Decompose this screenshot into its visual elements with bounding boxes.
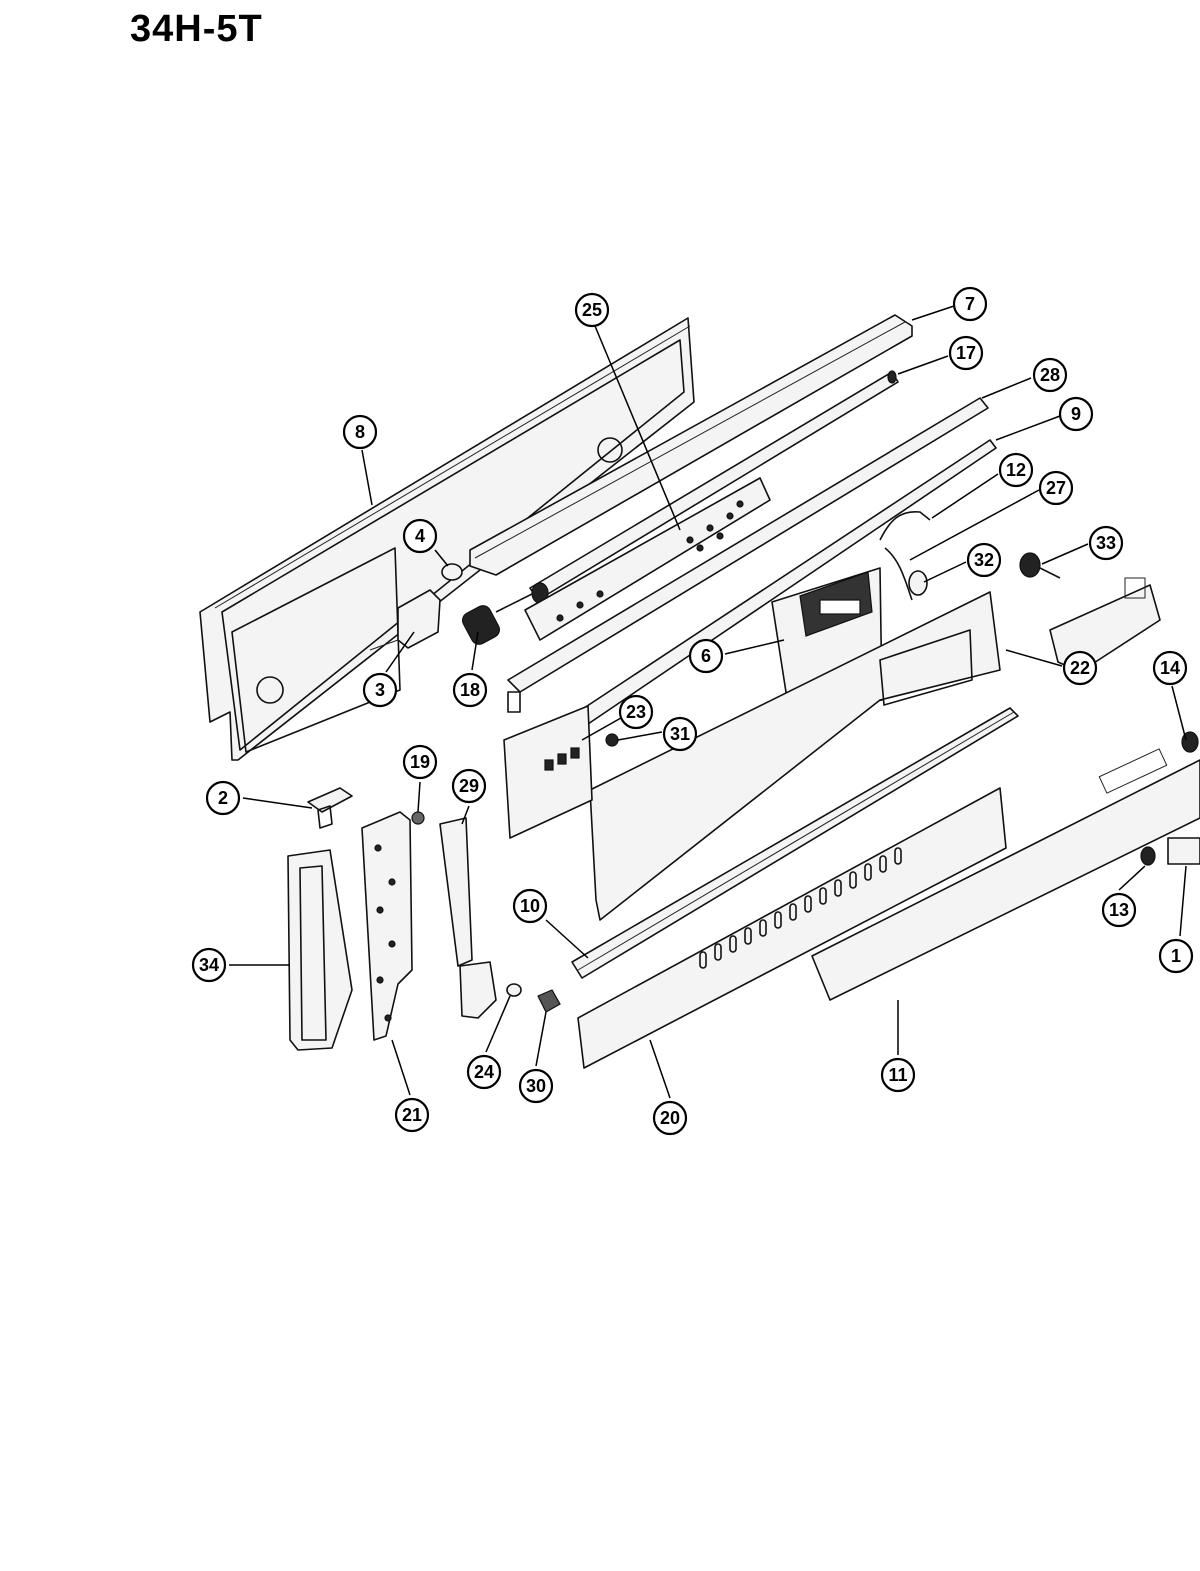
callout-7: 7 (952, 286, 988, 322)
svg-text:2: 2 (218, 788, 228, 808)
callout-18: 18 (452, 672, 488, 708)
diagram-title: 34H-5T (130, 8, 263, 50)
svg-text:28: 28 (1040, 365, 1060, 385)
part-2-clip (307, 787, 353, 829)
svg-text:17: 17 (956, 343, 976, 363)
part-7-top-channel (469, 314, 913, 576)
callout-17: 17 (948, 335, 984, 371)
svg-text:30: 30 (526, 1076, 546, 1096)
svg-text:29: 29 (459, 776, 479, 796)
part-23-circuit-board (503, 705, 593, 839)
part-30-knob (537, 989, 561, 1013)
part-25-reflector (524, 477, 771, 641)
part-32-switch (908, 570, 928, 596)
svg-text:19: 19 (410, 752, 430, 772)
svg-text:1: 1 (1171, 946, 1181, 966)
callout-10: 10 (512, 888, 548, 924)
part-24-bushing (506, 983, 522, 997)
callout-21: 21 (394, 1097, 430, 1133)
callout-33: 33 (1088, 525, 1124, 561)
callout-4: 4 (402, 518, 438, 554)
svg-text:9: 9 (1071, 404, 1081, 424)
svg-text:12: 12 (1006, 460, 1026, 480)
part-8-back-panel (199, 317, 695, 761)
callout-19: 19 (402, 744, 438, 780)
svg-text:7: 7 (965, 294, 975, 314)
svg-text:32: 32 (974, 550, 994, 570)
part-12-wire-harness (879, 511, 931, 601)
part-29-bracket (439, 817, 497, 1019)
part-21-side-bracket (361, 811, 413, 1041)
part-22-bracket (589, 591, 1001, 921)
part-31-screw (605, 733, 619, 747)
right-control-module (1049, 577, 1161, 673)
svg-text:23: 23 (626, 702, 646, 722)
part-3-bracket (369, 589, 441, 651)
callout-29: 29 (451, 768, 487, 804)
svg-text:18: 18 (460, 680, 480, 700)
callout-2: 2 (205, 780, 241, 816)
svg-text:34: 34 (199, 955, 219, 975)
callout-20: 20 (652, 1100, 688, 1136)
callout-13: 13 (1101, 892, 1137, 928)
svg-text:10: 10 (520, 896, 540, 916)
svg-text:8: 8 (355, 422, 365, 442)
part-33-knob (1019, 552, 1061, 579)
svg-text:27: 27 (1046, 478, 1066, 498)
callout-22: 22 (1062, 650, 1098, 686)
svg-text:33: 33 (1096, 533, 1116, 553)
callout-3: 3 (362, 672, 398, 708)
part-18-motor (461, 589, 541, 645)
callout-6: 6 (688, 638, 724, 674)
callout-32: 32 (966, 542, 1002, 578)
callout-30: 30 (518, 1068, 554, 1104)
callout-23: 23 (618, 694, 654, 730)
callout-12: 12 (998, 452, 1034, 488)
part-19-nut (411, 811, 425, 825)
callout-24: 24 (466, 1054, 502, 1090)
svg-text:21: 21 (402, 1105, 422, 1125)
part-11-glass-panel (811, 759, 1200, 1001)
svg-text:6: 6 (701, 646, 711, 666)
callout-25: 25 (574, 292, 610, 328)
callout-9: 9 (1058, 396, 1094, 432)
svg-text:20: 20 (660, 1108, 680, 1128)
svg-text:13: 13 (1109, 900, 1129, 920)
part-34-handle (287, 849, 353, 1051)
svg-text:3: 3 (375, 680, 385, 700)
callout-11: 11 (880, 1057, 916, 1093)
part-10-trim-strip (571, 707, 1019, 979)
callout-1: 1 (1158, 938, 1194, 974)
part-28-rail (507, 397, 989, 713)
svg-text:22: 22 (1070, 658, 1090, 678)
part-20-front-panel (577, 787, 1007, 1069)
right-side-parts (1098, 731, 1200, 866)
part-4-spacer (441, 563, 463, 581)
callout-8: 8 (342, 414, 378, 450)
callout-28: 28 (1032, 357, 1068, 393)
callout-27: 27 (1038, 470, 1074, 506)
svg-text:31: 31 (670, 724, 690, 744)
svg-text:25: 25 (582, 300, 602, 320)
svg-text:4: 4 (415, 526, 425, 546)
svg-text:14: 14 (1160, 658, 1180, 678)
callout-31: 31 (662, 716, 698, 752)
callout-34: 34 (191, 947, 227, 983)
part-17-tube (529, 370, 899, 604)
svg-text:11: 11 (888, 1065, 907, 1085)
svg-text:24: 24 (474, 1062, 494, 1082)
callout-14: 14 (1152, 650, 1188, 686)
leader-lines (229, 305, 1187, 1099)
